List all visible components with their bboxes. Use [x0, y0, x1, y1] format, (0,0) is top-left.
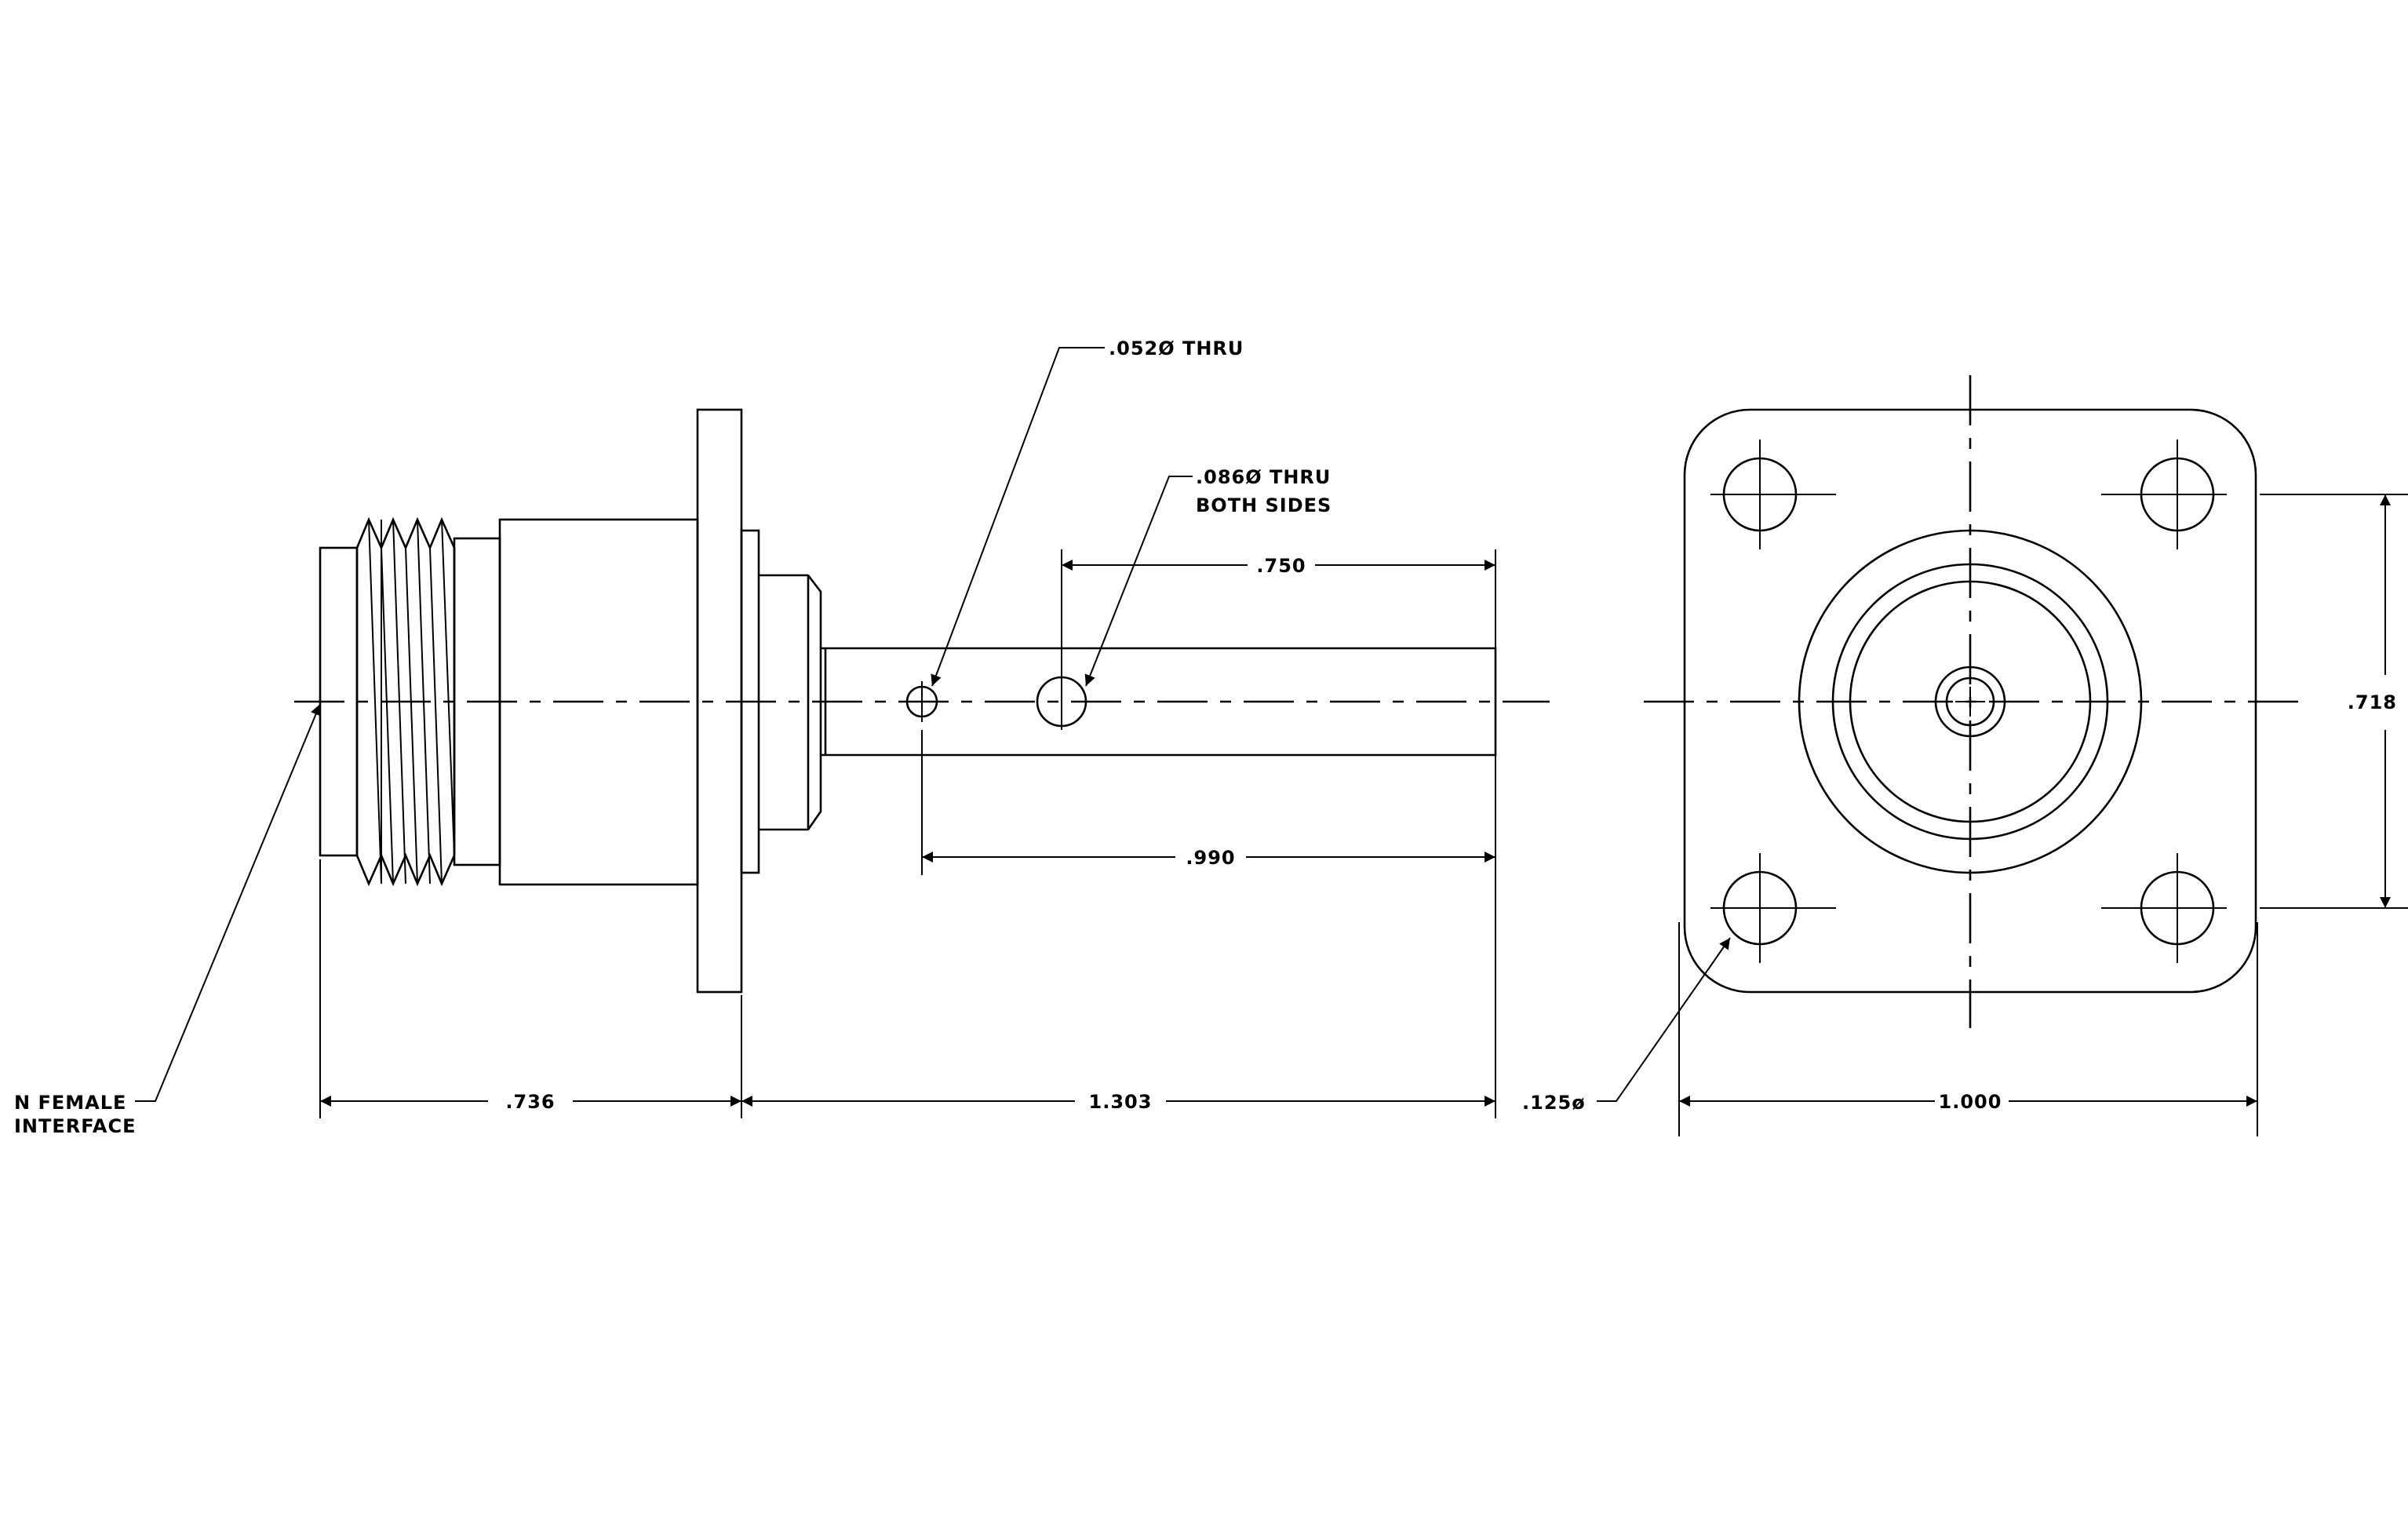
side-view	[294, 408, 1550, 994]
middle-ring	[1831, 563, 2109, 841]
rear-ring	[740, 529, 760, 874]
label-large-hole-line1: .086Ø THRU	[1196, 466, 1331, 488]
dim-rear-length: 1.303	[1089, 1091, 1153, 1113]
label-interface-line2: INTERFACE	[14, 1115, 136, 1137]
rear-boss	[759, 574, 822, 831]
label-small-hole: .052Ø THRU	[1109, 337, 1244, 359]
leader-mount-hole	[1597, 937, 1731, 1102]
center-contact-outer	[1934, 666, 2006, 738]
center-contact-inner	[1945, 677, 1995, 727]
label-interface-line1: N FEMALE	[14, 1092, 126, 1114]
leader-small-hole	[931, 347, 1105, 687]
inner-ring	[1849, 580, 2092, 823]
side-dimensions	[135, 347, 1496, 1118]
outer-body-ring	[1798, 529, 2143, 874]
end-dimensions	[1597, 494, 2408, 1136]
dim-hole-to-end: .990	[1186, 847, 1235, 869]
dim-flange-width: 1.000	[1939, 1091, 2002, 1113]
dim-pin-to-hole: .750	[1256, 555, 1306, 577]
dim-hole-spacing: .718	[2348, 691, 2397, 713]
label-large-hole-line2: BOTH SIDES	[1196, 494, 1332, 516]
leader-interface	[135, 703, 322, 1102]
end-view	[1644, 375, 2299, 1028]
annotations: .052Ø THRU .086Ø THRU BOTH SIDES .750 .9…	[14, 337, 2397, 1137]
dim-front-length: .736	[505, 1091, 555, 1113]
flange-outline	[1683, 408, 2257, 994]
label-mount-hole: .125ø	[1522, 1092, 1586, 1114]
leader-large-hole	[1084, 476, 1193, 687]
